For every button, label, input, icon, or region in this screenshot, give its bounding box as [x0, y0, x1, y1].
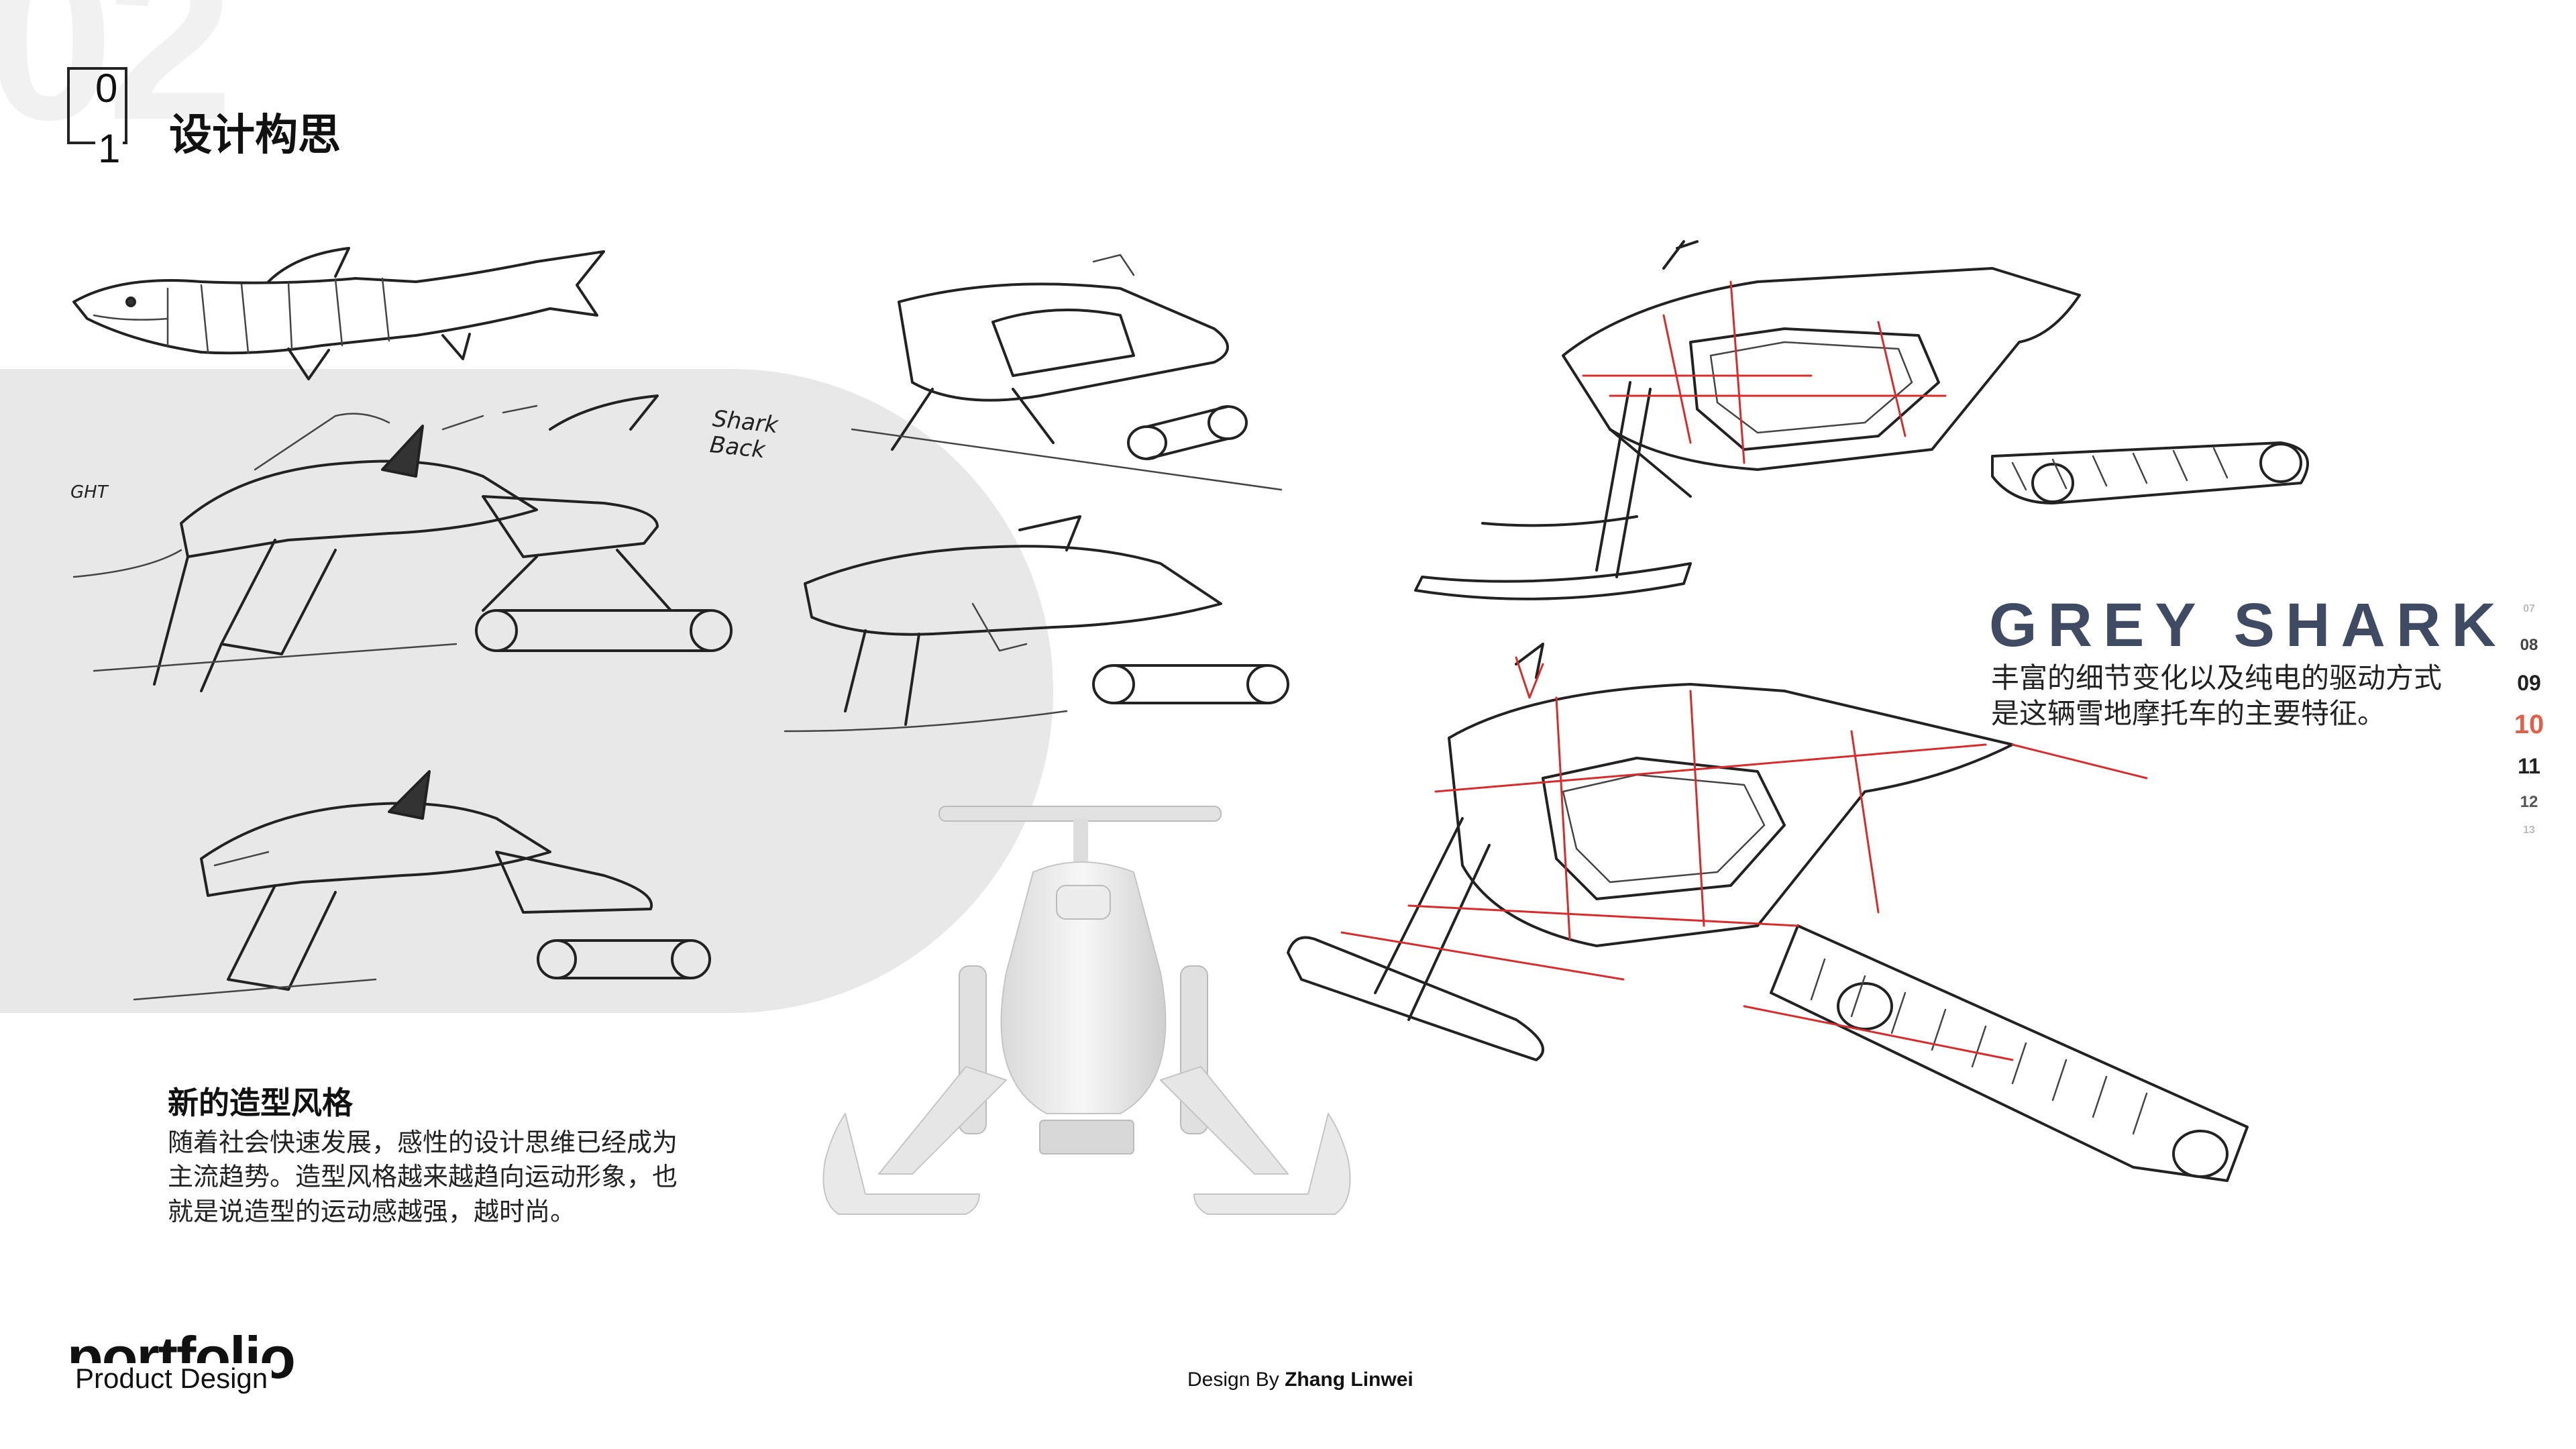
section-desc-line-1: 随着社会快速发展，感性的设计思维已经成为 — [168, 1128, 678, 1157]
page-nav-item-13[interactable]: 13 — [2523, 824, 2535, 836]
concept-sketch-5 — [1414, 240, 2309, 600]
page-nav-item-12[interactable]: 12 — [2520, 793, 2538, 811]
concept-sketch-3 — [851, 254, 1283, 491]
portfolio-logo: portfolio Product Design — [67, 1328, 296, 1395]
section-digit-bottom: 1 — [95, 129, 123, 169]
brand-description: 丰富的细节变化以及纯电的驱动方式 是这辆雪地摩托车的主要特征。 — [1991, 661, 2442, 731]
sketch-annotation-partial: GHT — [70, 482, 108, 502]
concept-sketch-4 — [784, 515, 1289, 733]
page-nav-item-09[interactable]: 09 — [2517, 671, 2541, 695]
section-desc-line-2: 主流趋势。造型风格越来越趋向运动形象，也 — [168, 1162, 678, 1192]
background-page-number: 02 — [0, 0, 233, 168]
page-nav-item-11[interactable]: 11 — [2518, 754, 2540, 778]
snowmobile-render-front — [822, 806, 1351, 1215]
logo-subtitle: Product Design — [71, 1362, 272, 1395]
credit-prefix: Design By — [1187, 1368, 1285, 1391]
credit-name: Zhang Linwei — [1285, 1368, 1413, 1391]
section-subtitle: 新的造型风格 — [168, 1085, 353, 1121]
designer-credit: Design By Zhang Linwei — [1187, 1368, 1413, 1391]
brand-desc-line-2: 是这辆雪地摩托车的主要特征。 — [1991, 696, 2386, 730]
sketch-background-panel — [0, 369, 1053, 1013]
sketch-annotation-shark: Shark Back — [708, 405, 780, 464]
shark-reference-sketch — [72, 247, 605, 380]
page-navigation: 07 08 09 10 11 12 13 — [2496, 604, 2563, 836]
page-nav-item-07[interactable]: 07 — [2523, 603, 2535, 614]
section-description: 随着社会快速发展，感性的设计思维已经成为 主流趋势。造型风格越来越趋向运动形象，… — [168, 1126, 731, 1229]
concept-sketch-6 — [1287, 643, 2249, 1182]
page-nav-item-08[interactable]: 08 — [2520, 636, 2538, 654]
concept-sketch-2 — [133, 770, 711, 1001]
section-desc-line-3: 就是说造型的运动感越强，越时尚。 — [168, 1196, 576, 1226]
concept-sketch-1 — [72, 394, 733, 692]
brand-title: GREY SHARK — [1989, 591, 2507, 659]
page-title: 设计构思 — [169, 111, 341, 160]
brand-desc-line-1: 丰富的细节变化以及纯电的驱动方式 — [1991, 661, 2443, 694]
section-digit-top: 0 — [95, 66, 118, 111]
page-nav-item-10-active[interactable]: 10 — [2514, 710, 2544, 739]
